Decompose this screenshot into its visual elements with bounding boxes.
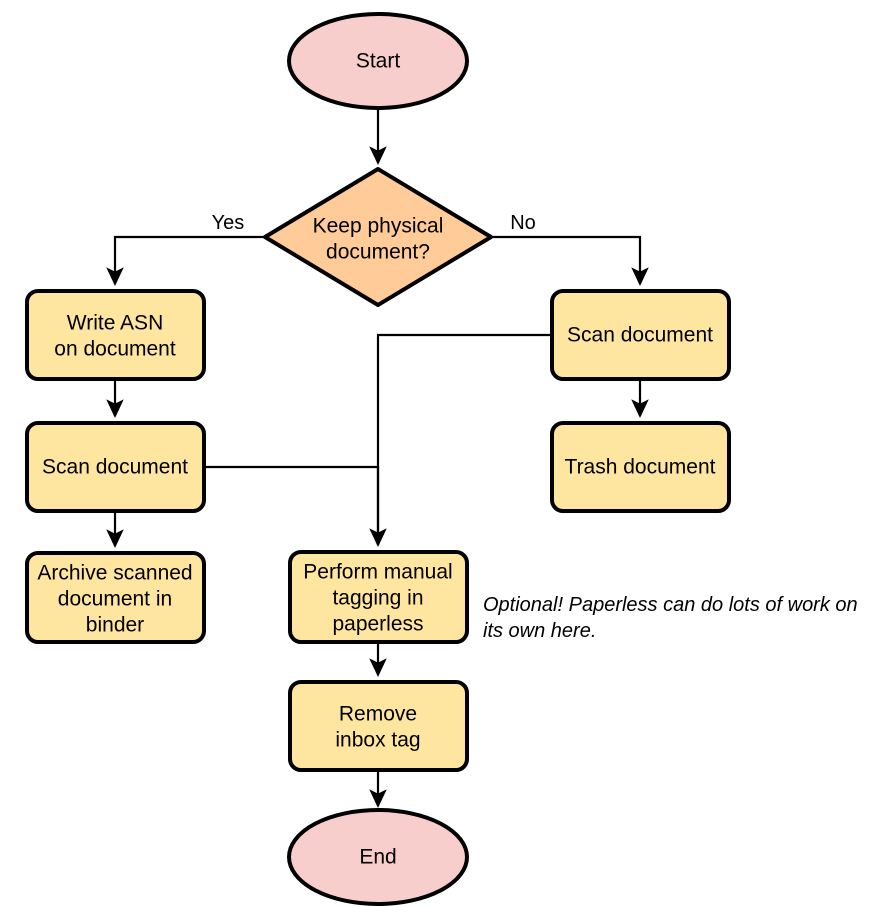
- write-asn-label-line-2: on document: [54, 338, 176, 361]
- tagging-label-line-2: tagging in: [332, 587, 423, 610]
- node-trash-document[interactable]: Trash document: [550, 421, 731, 513]
- tagging-label-line-1: Perform manual: [303, 561, 452, 584]
- node-end[interactable]: End: [287, 808, 469, 906]
- nodes-layer: Start Keep physical document? Write ASN …: [25, 12, 731, 906]
- archive-label-line-3: binder: [86, 614, 144, 637]
- start-ellipse-shape[interactable]: [287, 12, 469, 110]
- trash-document-box-shape[interactable]: [550, 421, 731, 513]
- end-label: End: [359, 846, 396, 869]
- start-label: Start: [356, 50, 401, 73]
- remove-inbox-tag-box-shape[interactable]: [288, 680, 469, 772]
- archive-label-line-1: Archive scanned: [37, 562, 192, 585]
- node-start[interactable]: Start: [287, 12, 469, 110]
- edge-scan-document-left-to-tagging: [204, 465, 380, 545]
- trash-document-label: Trash document: [565, 456, 716, 479]
- edge-decision-no-to-scan-document-right: [491, 235, 649, 286]
- decision-label-line-1: Keep physical: [313, 215, 444, 238]
- decision-diamond-shape[interactable]: [263, 167, 493, 307]
- remove-inbox-tag-label-line-2: inbox tag: [335, 729, 420, 752]
- optional-note-line-1: Optional! Paperless can do lots of work …: [483, 594, 858, 616]
- tagging-box-shape[interactable]: [288, 550, 469, 644]
- node-write-asn-on-document[interactable]: Write ASN on document: [25, 289, 206, 381]
- write-asn-label-line-1: Write ASN: [67, 312, 163, 335]
- node-perform-manual-tagging-in-paperless[interactable]: Perform manual tagging in paperless: [288, 550, 469, 644]
- scan-document-right-box-shape[interactable]: [550, 289, 731, 381]
- write-asn-box-shape[interactable]: [25, 289, 206, 381]
- node-decision-keep-physical-document[interactable]: Keep physical document?: [263, 167, 493, 307]
- node-archive-scanned-document-in-binder[interactable]: Archive scanned document in binder: [25, 551, 206, 644]
- edge-decision-yes-to-write-asn: [106, 235, 265, 286]
- edges-layer: [106, 108, 649, 808]
- edge-labels-layer: Yes No: [212, 212, 536, 234]
- edge-scan-document-right-to-tagging: [369, 333, 552, 547]
- node-scan-document-left[interactable]: Scan document: [25, 421, 206, 513]
- node-remove-inbox-tag[interactable]: Remove inbox tag: [288, 680, 469, 772]
- remove-inbox-tag-label-line-1: Remove: [339, 703, 417, 726]
- decision-label-line-2: document?: [326, 241, 430, 264]
- node-scan-document-right[interactable]: Scan document: [550, 289, 731, 381]
- archive-label-line-2: document in: [58, 588, 172, 611]
- edge-label-yes: Yes: [212, 212, 245, 234]
- optional-note-line-2: its own here.: [483, 620, 596, 642]
- scan-document-left-label: Scan document: [42, 456, 188, 479]
- archive-box-shape[interactable]: [25, 551, 206, 644]
- end-ellipse-shape[interactable]: [287, 808, 469, 906]
- scan-document-left-box-shape[interactable]: [25, 421, 206, 513]
- edge-label-no: No: [510, 212, 536, 234]
- annotations-layer: Optional! Paperless can do lots of work …: [483, 594, 858, 642]
- scan-document-right-label: Scan document: [567, 324, 713, 347]
- tagging-label-line-3: paperless: [332, 613, 423, 636]
